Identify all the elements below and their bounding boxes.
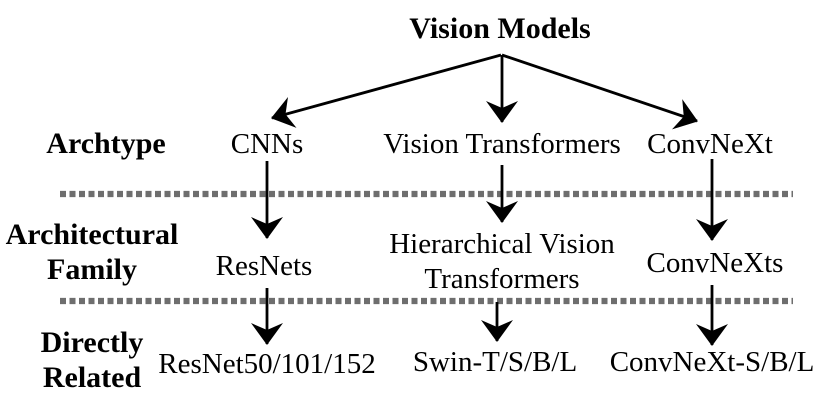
node-hierarchical-vision-transformers: Hierarchical Vision Transformers: [389, 228, 615, 295]
row-label-archtype: Archtype: [46, 127, 166, 160]
arrow-vision-models-to-convnext: [501, 53, 698, 130]
node-cnns: CNNs: [230, 128, 304, 160]
node-convnext-sbl: ConvNeXt-S/B/L: [609, 346, 815, 378]
node-resnets: ResNets: [215, 250, 313, 282]
node-resnet50-101-152: ResNet50/101/152: [158, 348, 376, 380]
arrow-vision-models-to-cnns: [271, 53, 502, 128]
node-convnexts: ConvNeXts: [646, 247, 784, 279]
row-label-directly-related: Directly Related: [40, 326, 144, 394]
row-label-architectural-family: Architectural Family: [5, 218, 179, 286]
node-vision-transformers: Vision Transformers: [383, 128, 621, 160]
diagram-title: Vision Models: [409, 12, 591, 45]
node-convnext: ConvNeXt: [647, 128, 773, 160]
node-swin-tsbl: Swin-T/S/B/L: [412, 346, 578, 378]
